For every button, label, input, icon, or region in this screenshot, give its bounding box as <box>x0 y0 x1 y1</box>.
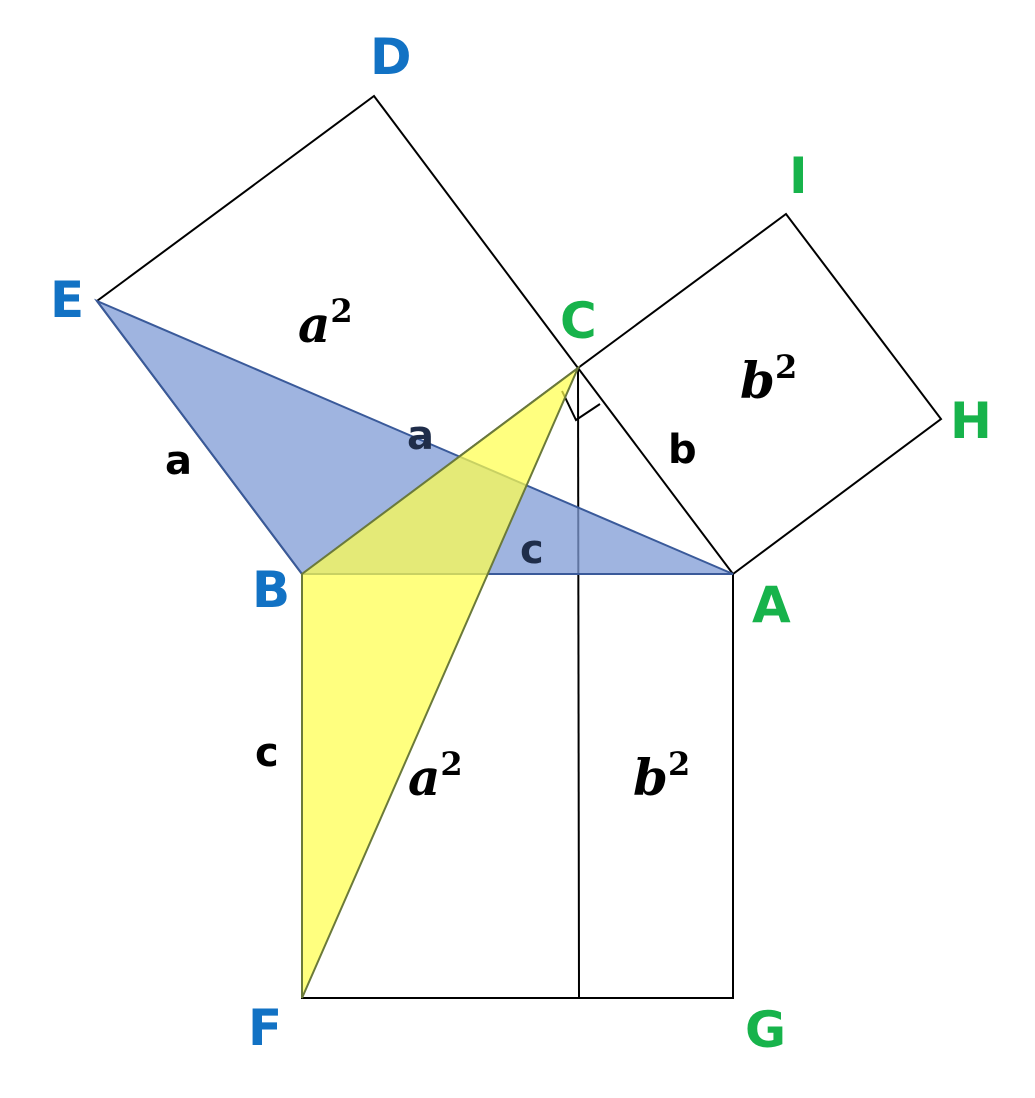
label-area-a-square: a2 <box>298 292 353 354</box>
triangle-CBF <box>301 364 581 999</box>
label-point-E: E <box>50 271 84 329</box>
label-point-G: G <box>745 1001 786 1059</box>
label-point-A: A <box>752 576 791 634</box>
label-side-b: b <box>668 427 697 473</box>
label-point-B: B <box>252 561 290 619</box>
label-side-a-inner: a <box>407 413 434 459</box>
triangle-EBA <box>93 298 734 575</box>
label-point-F: F <box>248 999 282 1057</box>
label-point-I: I <box>789 147 808 205</box>
label-side-a-left: a <box>165 438 192 484</box>
right-angle-marker <box>561 390 601 422</box>
label-point-C: C <box>560 292 597 350</box>
label-point-H: H <box>950 392 992 450</box>
altitude-line <box>577 367 580 999</box>
label-side-c-inner: c <box>520 527 544 573</box>
square-b <box>576 212 943 576</box>
label-point-D: D <box>370 28 412 86</box>
label-area-a-rect: a2 <box>408 745 463 807</box>
label-side-c-left: c <box>255 730 279 776</box>
label-area-b-rect: b2 <box>633 745 690 807</box>
label-area-b-square: b2 <box>740 348 797 410</box>
